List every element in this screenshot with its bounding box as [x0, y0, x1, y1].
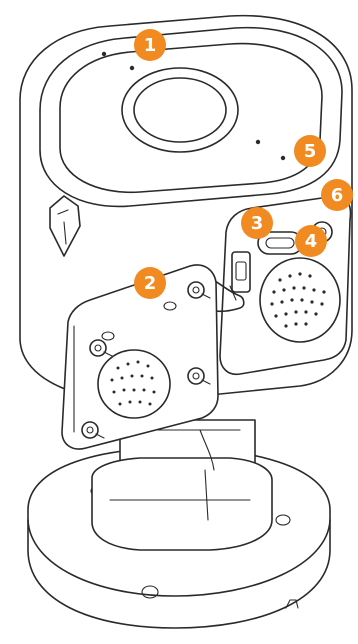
- callout-1: 1: [134, 29, 166, 61]
- callout-2: 2: [134, 267, 166, 299]
- callout-6: 6: [321, 179, 353, 211]
- callout-5: 5: [294, 135, 326, 167]
- svg-text:6: 6: [331, 185, 344, 206]
- svg-text:5: 5: [304, 141, 317, 162]
- callout-4: 4: [295, 225, 327, 257]
- svg-text:4: 4: [305, 231, 318, 252]
- callout-3: 3: [241, 207, 273, 239]
- svg-text:2: 2: [144, 273, 157, 294]
- svg-text:3: 3: [251, 213, 264, 234]
- svg-text:1: 1: [144, 35, 157, 56]
